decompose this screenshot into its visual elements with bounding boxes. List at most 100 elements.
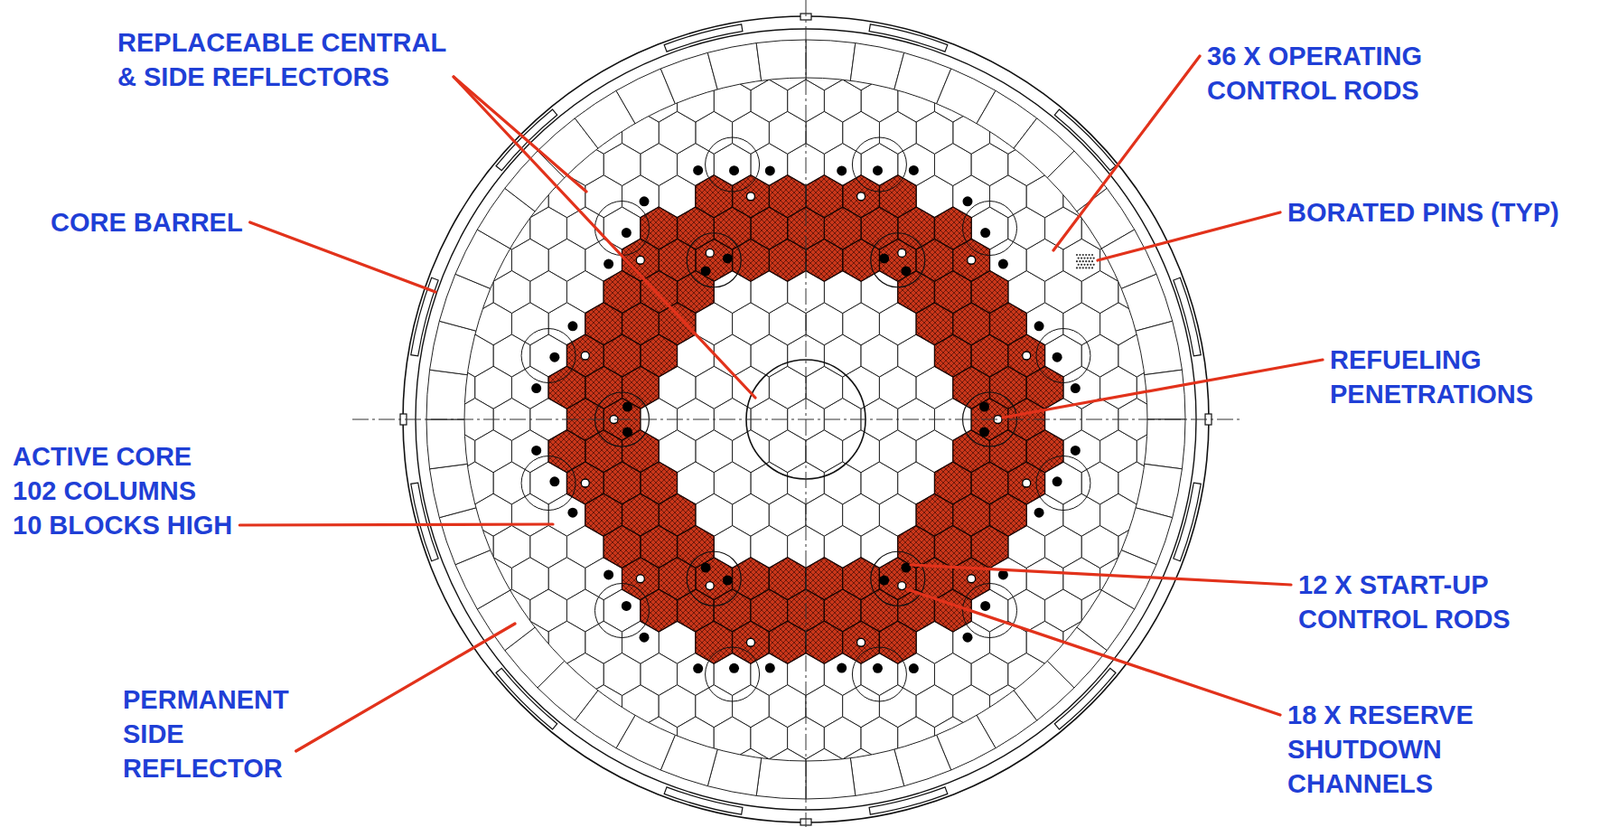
operating-control-rod	[549, 476, 560, 487]
operating-control-rod	[639, 196, 650, 206]
reserve-shutdown-channel	[580, 478, 590, 487]
callout-label: 36 X OPERATING CONTROL RODS	[1207, 38, 1423, 108]
startup-control-rod	[979, 427, 990, 438]
reflector-block	[1100, 238, 1138, 281]
reflector-block	[1026, 47, 1064, 91]
reflector-block	[1118, 589, 1156, 632]
reflector-block	[585, 111, 623, 154]
reflector-block	[677, 16, 715, 59]
reflector-block	[677, 780, 715, 824]
startup-control-rod	[622, 402, 633, 412]
reserve-shutdown-channel	[746, 192, 755, 201]
reflector-block	[1081, 206, 1119, 250]
reflector-block	[364, 365, 403, 409]
reserve-shutdown-channel	[636, 574, 645, 583]
reflector-block	[750, 16, 788, 59]
permanent-reflector-block	[756, 39, 806, 83]
borated-pin	[1091, 260, 1094, 262]
borated-pin	[1076, 266, 1078, 269]
reflector-block	[1045, 143, 1083, 187]
reflector-block	[548, 111, 586, 154]
operating-control-rod	[692, 165, 703, 176]
leader-line	[1053, 56, 1200, 251]
operating-control-rod	[980, 600, 991, 611]
leader-line	[453, 76, 756, 398]
reflector-block	[401, 365, 439, 409]
borated-pin	[1085, 253, 1087, 256]
reflector-block	[603, 780, 641, 824]
reflector-block	[823, 780, 861, 824]
reflector-block	[438, 557, 476, 600]
reflector-block	[990, 684, 1028, 728]
fuel-column	[768, 620, 806, 664]
operating-control-rod	[962, 632, 973, 643]
reflector-block	[364, 430, 403, 473]
reflector-block	[1118, 525, 1156, 569]
control-rod-circle	[705, 646, 760, 702]
reflector-block	[1081, 589, 1119, 632]
refueling-penetration-circle	[870, 551, 926, 606]
permanent-reflector-block	[805, 756, 856, 799]
reserve-shutdown-channel	[967, 574, 976, 583]
fuel-column	[805, 620, 843, 664]
borated-pin	[1093, 263, 1095, 266]
operating-control-rod	[1034, 507, 1045, 518]
reflector-block	[475, 175, 513, 218]
operating-control-rod	[549, 352, 560, 363]
control-rod-circle	[594, 201, 649, 256]
permanent-reflector-block	[1142, 369, 1186, 420]
operating-control-rod	[621, 600, 632, 611]
reflector-block	[1008, 780, 1046, 824]
permanent-reflector-block	[756, 756, 806, 799]
fuel-column	[695, 175, 733, 218]
control-rod-circle	[1036, 328, 1091, 384]
leader-line	[453, 76, 587, 192]
reflector-block	[1118, 206, 1156, 250]
reflector-block	[1228, 398, 1266, 441]
reflector-block	[934, 716, 972, 759]
reflector-block	[1045, 653, 1083, 696]
reflector-block	[603, 16, 641, 59]
reflector-block	[990, 47, 1028, 91]
reflector-block	[438, 302, 476, 346]
reserve-shutdown-channel	[967, 255, 976, 264]
borated-pin	[1088, 253, 1091, 256]
operating-control-rod	[729, 165, 740, 176]
reflector-block	[842, 47, 880, 91]
borated-pin	[1078, 260, 1081, 262]
borated-pin	[1078, 266, 1081, 269]
reflector-block	[456, 271, 494, 314]
startup-control-rod	[722, 575, 733, 586]
startup-control-rod	[879, 575, 889, 586]
reserve-shutdown-channel	[705, 248, 714, 257]
reflector-block	[456, 589, 494, 632]
reflector-block	[511, 175, 549, 218]
permanent-reflector-block	[426, 369, 469, 420]
reflector-block	[1045, 716, 1083, 759]
borated-pin	[1077, 257, 1080, 260]
operating-control-rod	[1052, 352, 1063, 363]
reflector-block	[640, 79, 678, 122]
operating-control-rod	[765, 663, 776, 674]
reserve-shutdown-channel	[898, 248, 907, 257]
reflector-block	[420, 525, 458, 569]
fuel-column	[934, 206, 972, 250]
reflector-block	[732, 748, 770, 791]
reflector-block	[1173, 430, 1211, 473]
leader-line	[296, 623, 515, 751]
reflector-block	[1026, 748, 1064, 791]
fuel-column	[1026, 430, 1064, 473]
fuel-column	[879, 175, 917, 218]
operating-control-rod	[872, 663, 883, 674]
operating-control-rod	[729, 663, 740, 674]
reflector-block	[1173, 493, 1211, 536]
reflector-block	[695, 748, 733, 791]
callout-label: CORE BARREL	[50, 205, 244, 240]
reflector-block	[585, 684, 623, 728]
reflector-block	[493, 206, 531, 250]
operating-control-rod	[531, 383, 542, 393]
operating-control-rod	[908, 165, 919, 176]
reflector-block	[585, 47, 623, 91]
reflector-block	[1063, 684, 1101, 728]
reflector-block	[493, 143, 531, 187]
